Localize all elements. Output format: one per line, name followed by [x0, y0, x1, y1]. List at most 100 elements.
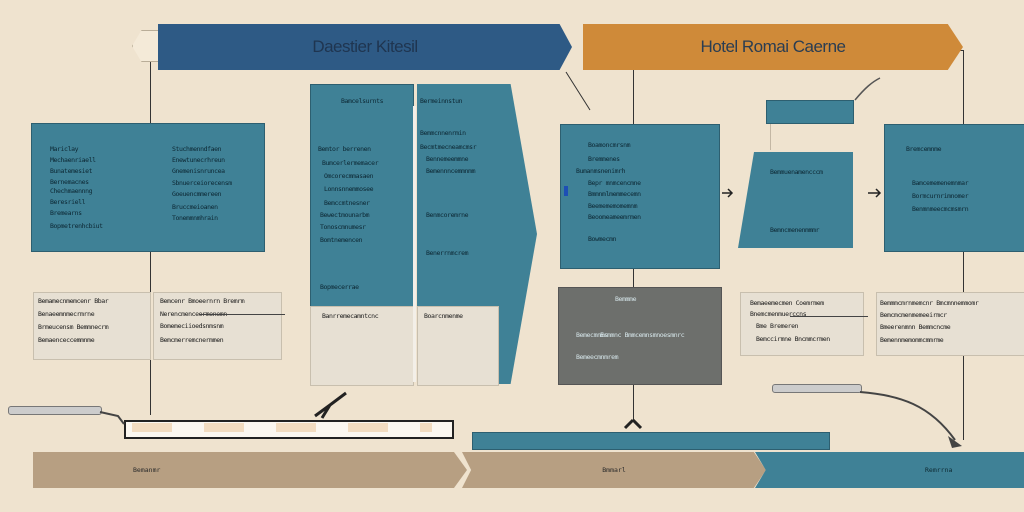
list-item: Beresriell [50, 198, 86, 206]
list-item: Bennemeemmne [426, 155, 469, 163]
list-item: Goeuencmmereen [172, 190, 222, 198]
panel-d-tab [766, 100, 854, 124]
list-item: Boamoncmrsnm [588, 141, 631, 149]
bottom-bar-left[interactable]: Bemanmr [33, 452, 467, 488]
panel-b-top-right: Bermeinnstun [420, 97, 463, 105]
small-arrow-icon [868, 188, 882, 198]
list-item: Bemeecmnmrem [576, 353, 619, 361]
list-item: Bomtnemencen [320, 236, 363, 244]
bottom-bar-right[interactable]: Remrrna [755, 452, 1024, 488]
list-item: Bemecmnms [576, 331, 608, 339]
list-item: Bremmenes [588, 155, 620, 163]
panel-e [884, 124, 1024, 252]
list-item: Omcorecmmasaen [324, 172, 374, 180]
marker-icon [564, 186, 568, 196]
list-item: Mariclay [50, 145, 79, 153]
list-item: Bewectmounarbm [320, 211, 370, 219]
list-item: Enewtunecrhreun [172, 156, 225, 164]
list-item: Bemamecnmemcenr Bbar [38, 297, 109, 305]
note-right-2 [876, 292, 1024, 356]
list-item: Nerencmenceermenemn [160, 310, 227, 318]
list-item: Sbnuerceiorecensm [172, 179, 232, 187]
list-item: Bemmmcmrnmemcnr Bmcmnnemmomr [880, 299, 979, 307]
bottom-bar-mid[interactable]: Bmmarl [462, 452, 766, 488]
list-item: Benmcoremrne [426, 211, 469, 219]
note-mid [153, 292, 282, 360]
list-item: Bernemacnes [50, 178, 89, 186]
list-item: Benaeemnmecrmrne [38, 310, 95, 318]
list-item: Brmeucensm Bemmnecrm [38, 323, 109, 331]
pointer-line [200, 314, 285, 315]
list-item: Bemcmcmenmemeeirmcr [880, 311, 947, 319]
banner-right-title: Hotel Romai Caerne [700, 37, 846, 56]
list-item: Bopmetrenhcbiut [50, 222, 103, 230]
banner-left[interactable]: Daestier Kitesil [158, 24, 572, 70]
banner-left-title: Daestier Kitesil [312, 37, 418, 56]
small-arrow-icon [722, 188, 734, 198]
list-item: Benmnmeecmcmsmrn [912, 205, 969, 213]
list-item: Bemaeemecmen Coemrmem [750, 299, 824, 307]
pointer-line-right [790, 316, 868, 317]
list-item: Bemennmemommcmmrme [880, 336, 944, 344]
diagonal-connector [565, 71, 591, 111]
list-item: Bemcmerremcnermmen [160, 336, 224, 344]
slider-right[interactable] [772, 384, 862, 393]
list-item: Bemtor berrenen [318, 145, 371, 153]
bottom-bar-right-label: Remrrna [925, 466, 953, 474]
bottom-bar-mid-label: Bmmarl [602, 466, 626, 474]
panel-b-footer-right: Boarcnmenme [424, 312, 463, 320]
list-item: Benerrnmcrem [426, 249, 469, 257]
list-item: Bmeerenmnn Bemmcncme [880, 323, 951, 331]
list-item: Tonemmnmhrain [172, 214, 218, 222]
slider-left[interactable] [8, 406, 102, 415]
curve-arrow-left [99, 411, 125, 425]
list-item: Bepr mnmcencmne [588, 179, 641, 187]
panel-a [31, 123, 265, 252]
note-left [33, 292, 151, 360]
bird-arrow-icon [314, 391, 347, 419]
note-gray [558, 287, 722, 385]
bottom-bar-left-label: Bemanmr [133, 466, 161, 474]
panel-c [560, 124, 720, 269]
list-item: Bemcenr Bmoeernrn Bremrm [160, 297, 245, 305]
list-item: Tonoscmnumesr [320, 223, 366, 231]
list-item: Bormcurnrimnomer [912, 192, 969, 200]
list-item: Ermmnc Bmmcemnsmnoesmnrc [600, 331, 685, 339]
list-item: Beoomeameemrmen [588, 213, 641, 221]
list-item: Beemememomemnm [588, 202, 638, 210]
list-item: Mechaenriaell [50, 156, 96, 164]
list-item: Bopmecerrae [320, 283, 359, 291]
list-item: Bemccmtnesner [324, 199, 370, 207]
list-item: Bumanmsnenimrh [576, 167, 626, 175]
note-right-1 [740, 292, 864, 356]
list-item: Bemmcnnenrmin [420, 129, 466, 137]
list-item: Bumcerlermemacer [322, 159, 379, 167]
banner-right[interactable]: Hotel Romai Caerne [583, 24, 963, 70]
panel-b-divider [413, 106, 416, 382]
list-item: Bemccirmne Bncmmcrmen [756, 335, 830, 343]
panel-b-right-footer [417, 306, 499, 386]
panel-b-footer-left: Banrremecamntcnc [322, 312, 379, 320]
list-item: Bemmuenamencccm [770, 168, 823, 176]
list-item: Bemaenceccemmnme [38, 336, 95, 344]
curve-arrow-right [859, 391, 956, 441]
arrowhead-icon [948, 436, 962, 448]
list-item: Gnemenisnruncea [172, 167, 225, 175]
list-item: Bomemeciioedsnmsnm [160, 322, 224, 330]
list-item: Bemncmenenmmmr [770, 226, 820, 234]
list-item: Bowmecmn [588, 235, 617, 243]
panel-b-top-left: Bamcelsurnts [341, 97, 384, 105]
list-item: Becmtmecneamcmsr [420, 143, 477, 151]
list-item: Bnemcmenmuerccns [750, 310, 807, 318]
teal-bar [472, 432, 830, 450]
list-item: Bruccmeioanen [172, 203, 218, 211]
panel-d [738, 152, 853, 248]
note-gray-title: Bemmme [615, 295, 637, 303]
list-item: Bemennncemmnmm [426, 167, 476, 175]
connector-e-vertical [770, 100, 771, 150]
panel-e-title: Bremcemnme [906, 145, 942, 153]
list-item: Bunatemesiet [50, 167, 93, 175]
list-item: Chechmaennng [50, 187, 93, 195]
list-item: Bmmnmlmemmecemn [588, 190, 641, 198]
list-item: Lonnsnnemmosee [324, 185, 374, 193]
